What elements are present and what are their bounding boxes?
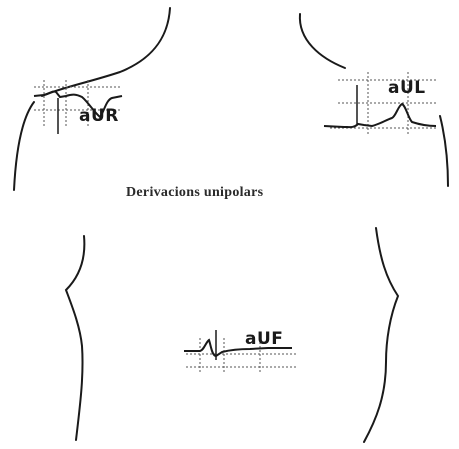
neck-right-outline [300, 14, 345, 68]
avl-waveform [324, 104, 436, 127]
avr-label: aUR [79, 106, 119, 126]
avf-label: aUF [245, 329, 283, 349]
left-shoulder-outline [14, 102, 34, 190]
left-flank-outline [66, 236, 84, 440]
neck-left-outline [42, 8, 170, 96]
avl-label: aUL [388, 78, 426, 98]
diagram-caption: Derivacions unipolars [126, 185, 356, 201]
right-shoulder-outline [440, 116, 448, 186]
right-flank-outline [364, 228, 398, 442]
